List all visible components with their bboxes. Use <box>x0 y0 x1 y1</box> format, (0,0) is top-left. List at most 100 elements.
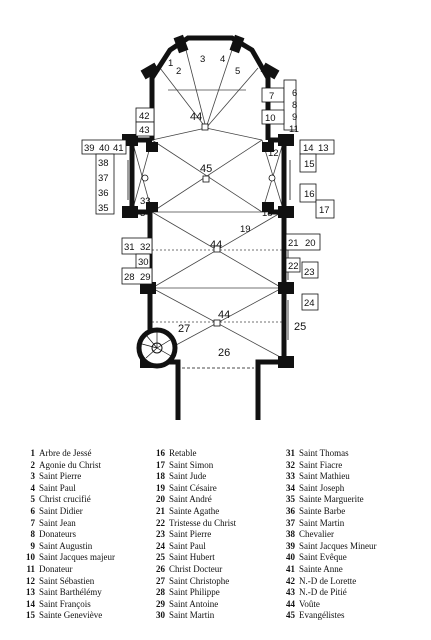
plan-label-17: 17 <box>319 205 330 216</box>
legend-number: 36 <box>286 505 295 516</box>
plan-label-6: 6 <box>292 88 297 99</box>
legend-item: 39 Saint Jacques Mineur <box>282 541 376 553</box>
plan-label-15: 15 <box>304 159 315 170</box>
legend-label: Saint Evêque <box>299 552 347 563</box>
legend-item: 36 Sainte Barbe <box>282 506 376 518</box>
legend-item: 40 Saint Evêque <box>282 552 376 564</box>
legend-number: 2 <box>30 459 36 470</box>
legend-number: 26 <box>156 563 165 574</box>
legend-number: 12 <box>26 575 35 586</box>
legend-label: Sainte Agathe <box>169 505 220 516</box>
legend-label: Saint Jacques Mineur <box>299 540 377 551</box>
plan-label-5: 5 <box>235 66 240 77</box>
legend-label: Agonie du Christ <box>39 459 101 470</box>
legend-number: 14 <box>26 598 35 609</box>
legend-number: 21 <box>156 505 165 516</box>
legend-label: Saint François <box>39 598 91 609</box>
legend-label: Donateur <box>39 563 73 574</box>
plan-label-20: 20 <box>305 238 316 249</box>
plan-label-27: 27 <box>178 323 190 335</box>
legend-label: Saint Martin <box>299 517 345 528</box>
plan-label-14: 14 <box>303 143 314 154</box>
legend-number: 16 <box>156 448 165 458</box>
legend-number: 39 <box>286 540 295 551</box>
legend-item: 12 Saint Sébastien <box>22 576 115 588</box>
legend-label: Sainte Anne <box>299 563 343 574</box>
plan-label-34: 34 <box>140 208 151 219</box>
legend-label: Retable <box>169 448 197 458</box>
legend-number: 35 <box>286 494 295 505</box>
legend-number: 29 <box>156 598 165 609</box>
legend-label: Donateurs <box>39 529 76 540</box>
legend-label: Voûte <box>299 598 320 609</box>
plan-label-32: 32 <box>140 242 151 253</box>
legend-number: 3 <box>30 471 36 482</box>
plan-label-41: 41 <box>113 143 124 154</box>
plan-label-39: 39 <box>84 143 95 154</box>
legend-label: Saint Hubert <box>169 552 215 563</box>
plan-label-45: 45 <box>200 163 212 175</box>
church-floor-plan: 1 2 3 4 5 6 7 8 9 10 11 12 13 14 15 16 1… <box>81 34 335 420</box>
legend-label: Saint Didier <box>39 505 83 516</box>
plan-label-38: 38 <box>98 158 109 169</box>
plan-label-1: 1 <box>168 58 173 69</box>
legend-label: N.-D de Pitié <box>299 587 347 598</box>
legend-item: 25 Saint Hubert <box>152 552 236 564</box>
legend-number: 5 <box>30 494 36 505</box>
legend-number: 33 <box>286 471 295 482</box>
legend-item: 24 Saint Paul <box>152 541 236 553</box>
legend-item: 16 Retable <box>152 448 236 460</box>
plan-label-12: 12 <box>268 148 279 159</box>
plan-label-13: 13 <box>318 143 329 154</box>
plan-label-18: 18 <box>262 208 273 219</box>
plan-label-7: 7 <box>269 91 274 102</box>
keystones <box>141 123 276 327</box>
plan-label-2: 2 <box>176 66 181 77</box>
legend-label: Saint Paul <box>39 482 76 493</box>
legend-label: Saint Barthélémy <box>39 587 102 598</box>
plan-label-3: 3 <box>200 54 205 65</box>
legend-number: 34 <box>286 482 295 493</box>
legend-number: 13 <box>26 587 35 598</box>
plan-label-31: 31 <box>124 242 135 253</box>
legend-number: 1 <box>30 448 36 458</box>
legend-label: Sainte Barbe <box>299 505 346 516</box>
legend-label: Saint Sébastien <box>39 575 95 586</box>
stair-tower <box>136 327 178 369</box>
legend-number: 40 <box>286 552 295 563</box>
legend-label: Saint Fiacre <box>299 459 343 470</box>
legend-label: Saint Jean <box>39 517 76 528</box>
legend-label: Saint Antoine <box>169 598 219 609</box>
legend-number: 25 <box>156 552 165 563</box>
legend-number: 4 <box>30 482 36 493</box>
legend-label: Saint Césaire <box>169 482 217 493</box>
legend-label: Saint Paul <box>169 540 206 551</box>
plan-label-8: 8 <box>292 100 297 111</box>
legend-number: 43 <box>286 587 295 598</box>
legend-number: 24 <box>156 540 165 551</box>
legend-number: 17 <box>156 459 165 470</box>
legend-number: 45 <box>286 610 295 621</box>
legend-number: 42 <box>286 575 295 586</box>
legend-label: N.-D de Lorette <box>299 575 357 586</box>
